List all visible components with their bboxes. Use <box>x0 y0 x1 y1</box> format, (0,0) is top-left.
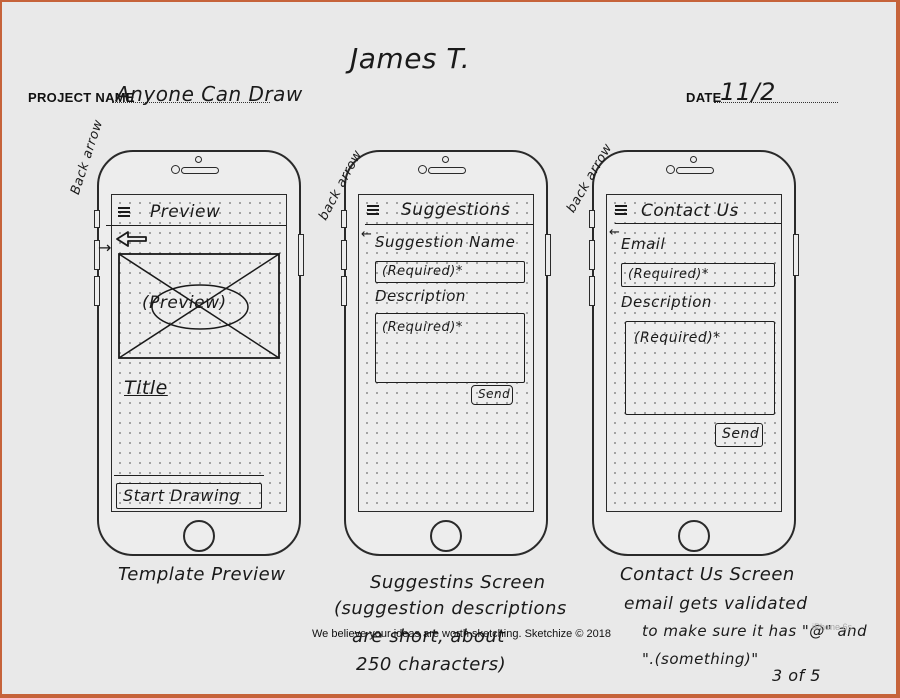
author-name: James T. <box>350 42 471 75</box>
screen-preview: Preview (Preview) Title Start Drawing <box>106 194 287 512</box>
hamburger-menu-icon[interactable] <box>615 205 627 215</box>
power-button <box>793 234 799 276</box>
suggestion-note-line-3: 250 characters) <box>356 654 507 675</box>
back-arrow-icon[interactable]: ← <box>361 227 373 242</box>
screen-caption-suggestions: Suggestins Screen <box>370 572 546 593</box>
description-textarea[interactable]: (Required)* <box>375 313 525 383</box>
project-name-label: PROJECT NAME <box>28 90 135 105</box>
volume-up-button <box>94 240 100 270</box>
front-camera <box>171 165 180 174</box>
screen-title: Suggestions <box>401 200 511 220</box>
hamburger-menu-icon[interactable] <box>367 205 379 215</box>
volume-down-button <box>94 276 100 306</box>
send-label: Send <box>478 387 511 401</box>
suggestion-name-label: Suggestion Name <box>375 233 516 251</box>
template-title: Title <box>124 377 168 399</box>
back-arrow-icon[interactable] <box>114 229 150 249</box>
hamburger-menu-icon[interactable] <box>118 207 130 217</box>
front-camera <box>418 165 427 174</box>
front-camera <box>666 165 675 174</box>
home-button <box>678 520 710 552</box>
send-button[interactable]: Send <box>471 385 513 405</box>
title-divider <box>106 225 286 226</box>
mute-switch <box>589 210 595 228</box>
input-placeholder: (Required)* <box>628 267 709 282</box>
phone-frame-suggestions: Suggestions ← Suggestion Name (Required)… <box>341 150 551 556</box>
mute-switch <box>94 210 100 228</box>
home-button <box>183 520 215 552</box>
send-label: Send <box>722 426 760 442</box>
title-divider <box>615 223 781 224</box>
image-placeholder-icon <box>118 253 280 359</box>
date-line <box>714 102 838 103</box>
date-value: 11/2 <box>720 78 776 106</box>
footer-credit: We believe your ideas are worth sketchin… <box>312 628 611 640</box>
suggestion-note-line-1: (suggestion descriptions <box>334 598 567 619</box>
home-button <box>430 520 462 552</box>
screen-caption-contact: Contact Us Screen <box>620 564 795 585</box>
back-arrow-icon[interactable]: ← <box>609 225 621 240</box>
project-name-value: Anyone Can Draw <box>116 82 303 106</box>
screen-suggestions: Suggestions ← Suggestion Name (Required)… <box>358 194 534 512</box>
camera-dot <box>690 156 697 163</box>
description-label: Description <box>375 287 466 305</box>
speaker-grille <box>428 167 466 174</box>
device-label: iPhone 6s <box>812 622 853 632</box>
title-divider <box>365 224 533 225</box>
preview-label: (Preview) <box>142 293 227 313</box>
screen-title: Contact Us <box>641 201 739 221</box>
description-label: Description <box>621 293 712 311</box>
project-name-line <box>112 102 270 103</box>
textarea-placeholder: (Required)* <box>634 330 721 346</box>
date-label: DATE <box>686 90 722 105</box>
contact-note-line-2: to make sure it has "@" and <box>642 622 868 640</box>
volume-down-button <box>341 276 347 306</box>
page-number: 3 of 5 <box>772 666 821 685</box>
volume-down-button <box>589 276 595 306</box>
screen-caption-preview: Template Preview <box>118 564 286 585</box>
phone-frame-preview: Preview (Preview) Title Start Drawing <box>94 150 304 556</box>
mute-switch <box>341 210 347 228</box>
volume-up-button <box>589 240 595 270</box>
email-input[interactable]: (Required)* <box>621 263 775 287</box>
power-button <box>545 234 551 276</box>
annotation-arrow: → <box>98 238 112 257</box>
screen-title: Preview <box>150 202 221 222</box>
start-drawing-button[interactable]: Start Drawing <box>116 483 262 509</box>
suggestion-note-line-2: are short, about <box>352 626 505 647</box>
volume-up-button <box>341 240 347 270</box>
speaker-grille <box>181 167 219 174</box>
camera-dot <box>442 156 449 163</box>
email-label: Email <box>621 235 666 253</box>
contact-note-line-1: email gets validated <box>624 594 808 614</box>
camera-dot <box>195 156 202 163</box>
send-button[interactable]: Send <box>715 423 763 447</box>
button-top-stroke <box>114 475 264 476</box>
screen-contact: Contact Us ← Email (Required)* Descripti… <box>606 194 782 512</box>
input-placeholder: (Required)* <box>382 264 463 279</box>
speaker-grille <box>676 167 714 174</box>
textarea-placeholder: (Required)* <box>382 320 463 335</box>
suggestion-name-input[interactable]: (Required)* <box>375 261 525 283</box>
start-drawing-label: Start Drawing <box>123 486 241 505</box>
phone-frame-contact: Contact Us ← Email (Required)* Descripti… <box>589 150 799 556</box>
contact-note-line-3: ".(something)" <box>642 650 759 668</box>
power-button <box>298 234 304 276</box>
description-textarea[interactable]: (Required)* <box>625 321 775 415</box>
